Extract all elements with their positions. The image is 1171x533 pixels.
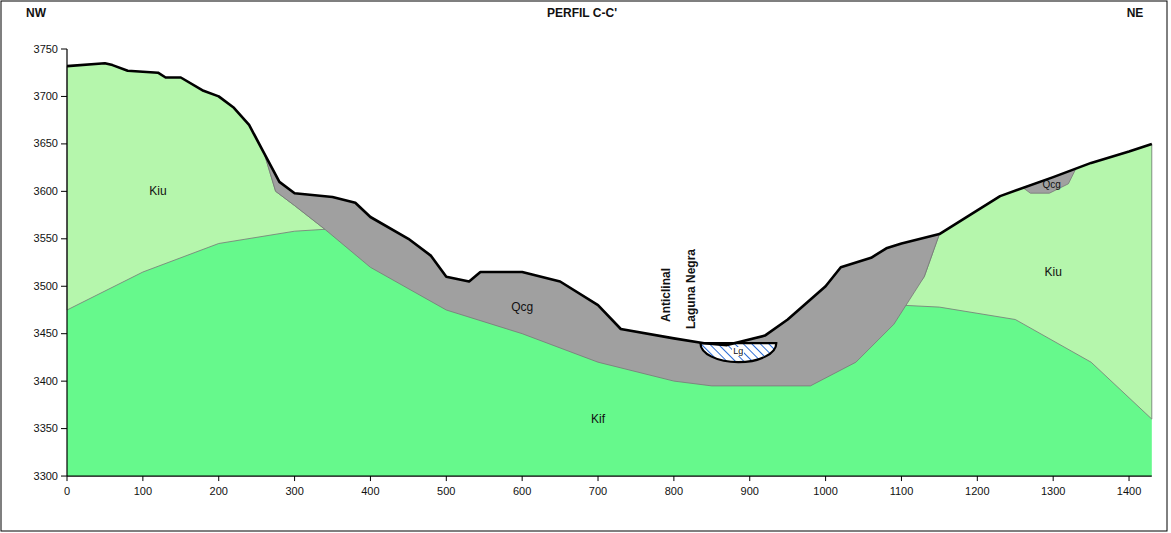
tick <box>61 49 67 50</box>
elevation-tick-label: 3400 <box>34 376 58 387</box>
tick <box>446 476 447 481</box>
unit-label: Kiu <box>1045 266 1062 278</box>
tick <box>218 476 219 481</box>
elevation-tick-label: 3650 <box>34 138 58 149</box>
y-axis <box>66 49 67 476</box>
tick <box>370 476 371 481</box>
distance-tick-label: 1300 <box>1041 486 1065 497</box>
distance-tick-label: 300 <box>285 486 303 497</box>
distance-tick-label: 1000 <box>813 486 837 497</box>
tick <box>61 238 67 239</box>
direction-label: NW <box>26 7 46 19</box>
tick <box>901 476 902 481</box>
unit-label: Lg <box>732 347 744 356</box>
elevation-tick-label: 3700 <box>34 91 58 102</box>
unit-label: Kiu <box>149 185 166 197</box>
distance-tick-label: 1200 <box>965 486 989 497</box>
tick <box>61 191 67 192</box>
tick <box>61 143 67 144</box>
lake-name: Laguna Negra <box>685 249 697 329</box>
elevation-tick-label: 3500 <box>34 281 58 292</box>
distance-tick-label: 100 <box>134 486 152 497</box>
tick <box>142 476 143 481</box>
distance-tick-label: 700 <box>589 486 607 497</box>
unit-label: Qcg <box>511 301 533 313</box>
distance-tick-label: 800 <box>665 486 683 497</box>
tick <box>598 476 599 481</box>
distance-tick-label: 500 <box>437 486 455 497</box>
tick <box>67 476 68 481</box>
distance-tick-label: 1400 <box>1117 486 1141 497</box>
elevation-tick-label: 3550 <box>34 233 58 244</box>
lake <box>700 343 776 362</box>
distance-tick-label: 400 <box>361 486 379 497</box>
unit-label: Qcg <box>1042 180 1060 190</box>
distance-tick-label: 1100 <box>890 486 914 497</box>
tick <box>1053 476 1054 481</box>
chart-title: PERFIL C-C' <box>547 7 617 19</box>
tick <box>61 381 67 382</box>
tick <box>61 286 67 287</box>
x-axis <box>67 475 1152 476</box>
kiu-unit <box>902 144 1152 419</box>
elevation-tick-label: 3750 <box>34 44 58 55</box>
kif-unit <box>67 63 1152 476</box>
tick <box>294 476 295 481</box>
tick <box>522 476 523 481</box>
direction-label: NE <box>1127 7 1144 19</box>
topography-line <box>67 63 1152 345</box>
tick <box>977 476 978 481</box>
tick <box>749 476 750 481</box>
structure-label: Anticlinal <box>660 268 672 322</box>
tick <box>61 428 67 429</box>
tick <box>673 476 674 481</box>
distance-tick-label: 600 <box>513 486 531 497</box>
tick <box>825 476 826 481</box>
tick <box>61 333 67 334</box>
distance-tick-label: 0 <box>64 486 70 497</box>
tick <box>1129 476 1130 481</box>
elevation-tick-label: 3300 <box>34 471 58 482</box>
tick <box>61 476 67 477</box>
tick <box>61 96 67 97</box>
elevation-tick-label: 3450 <box>34 328 58 339</box>
unit-label: Kif <box>591 413 605 425</box>
distance-tick-label: 900 <box>741 486 759 497</box>
elevation-tick-label: 3350 <box>34 423 58 434</box>
elevation-tick-label: 3600 <box>34 186 58 197</box>
distance-tick-label: 200 <box>210 486 228 497</box>
